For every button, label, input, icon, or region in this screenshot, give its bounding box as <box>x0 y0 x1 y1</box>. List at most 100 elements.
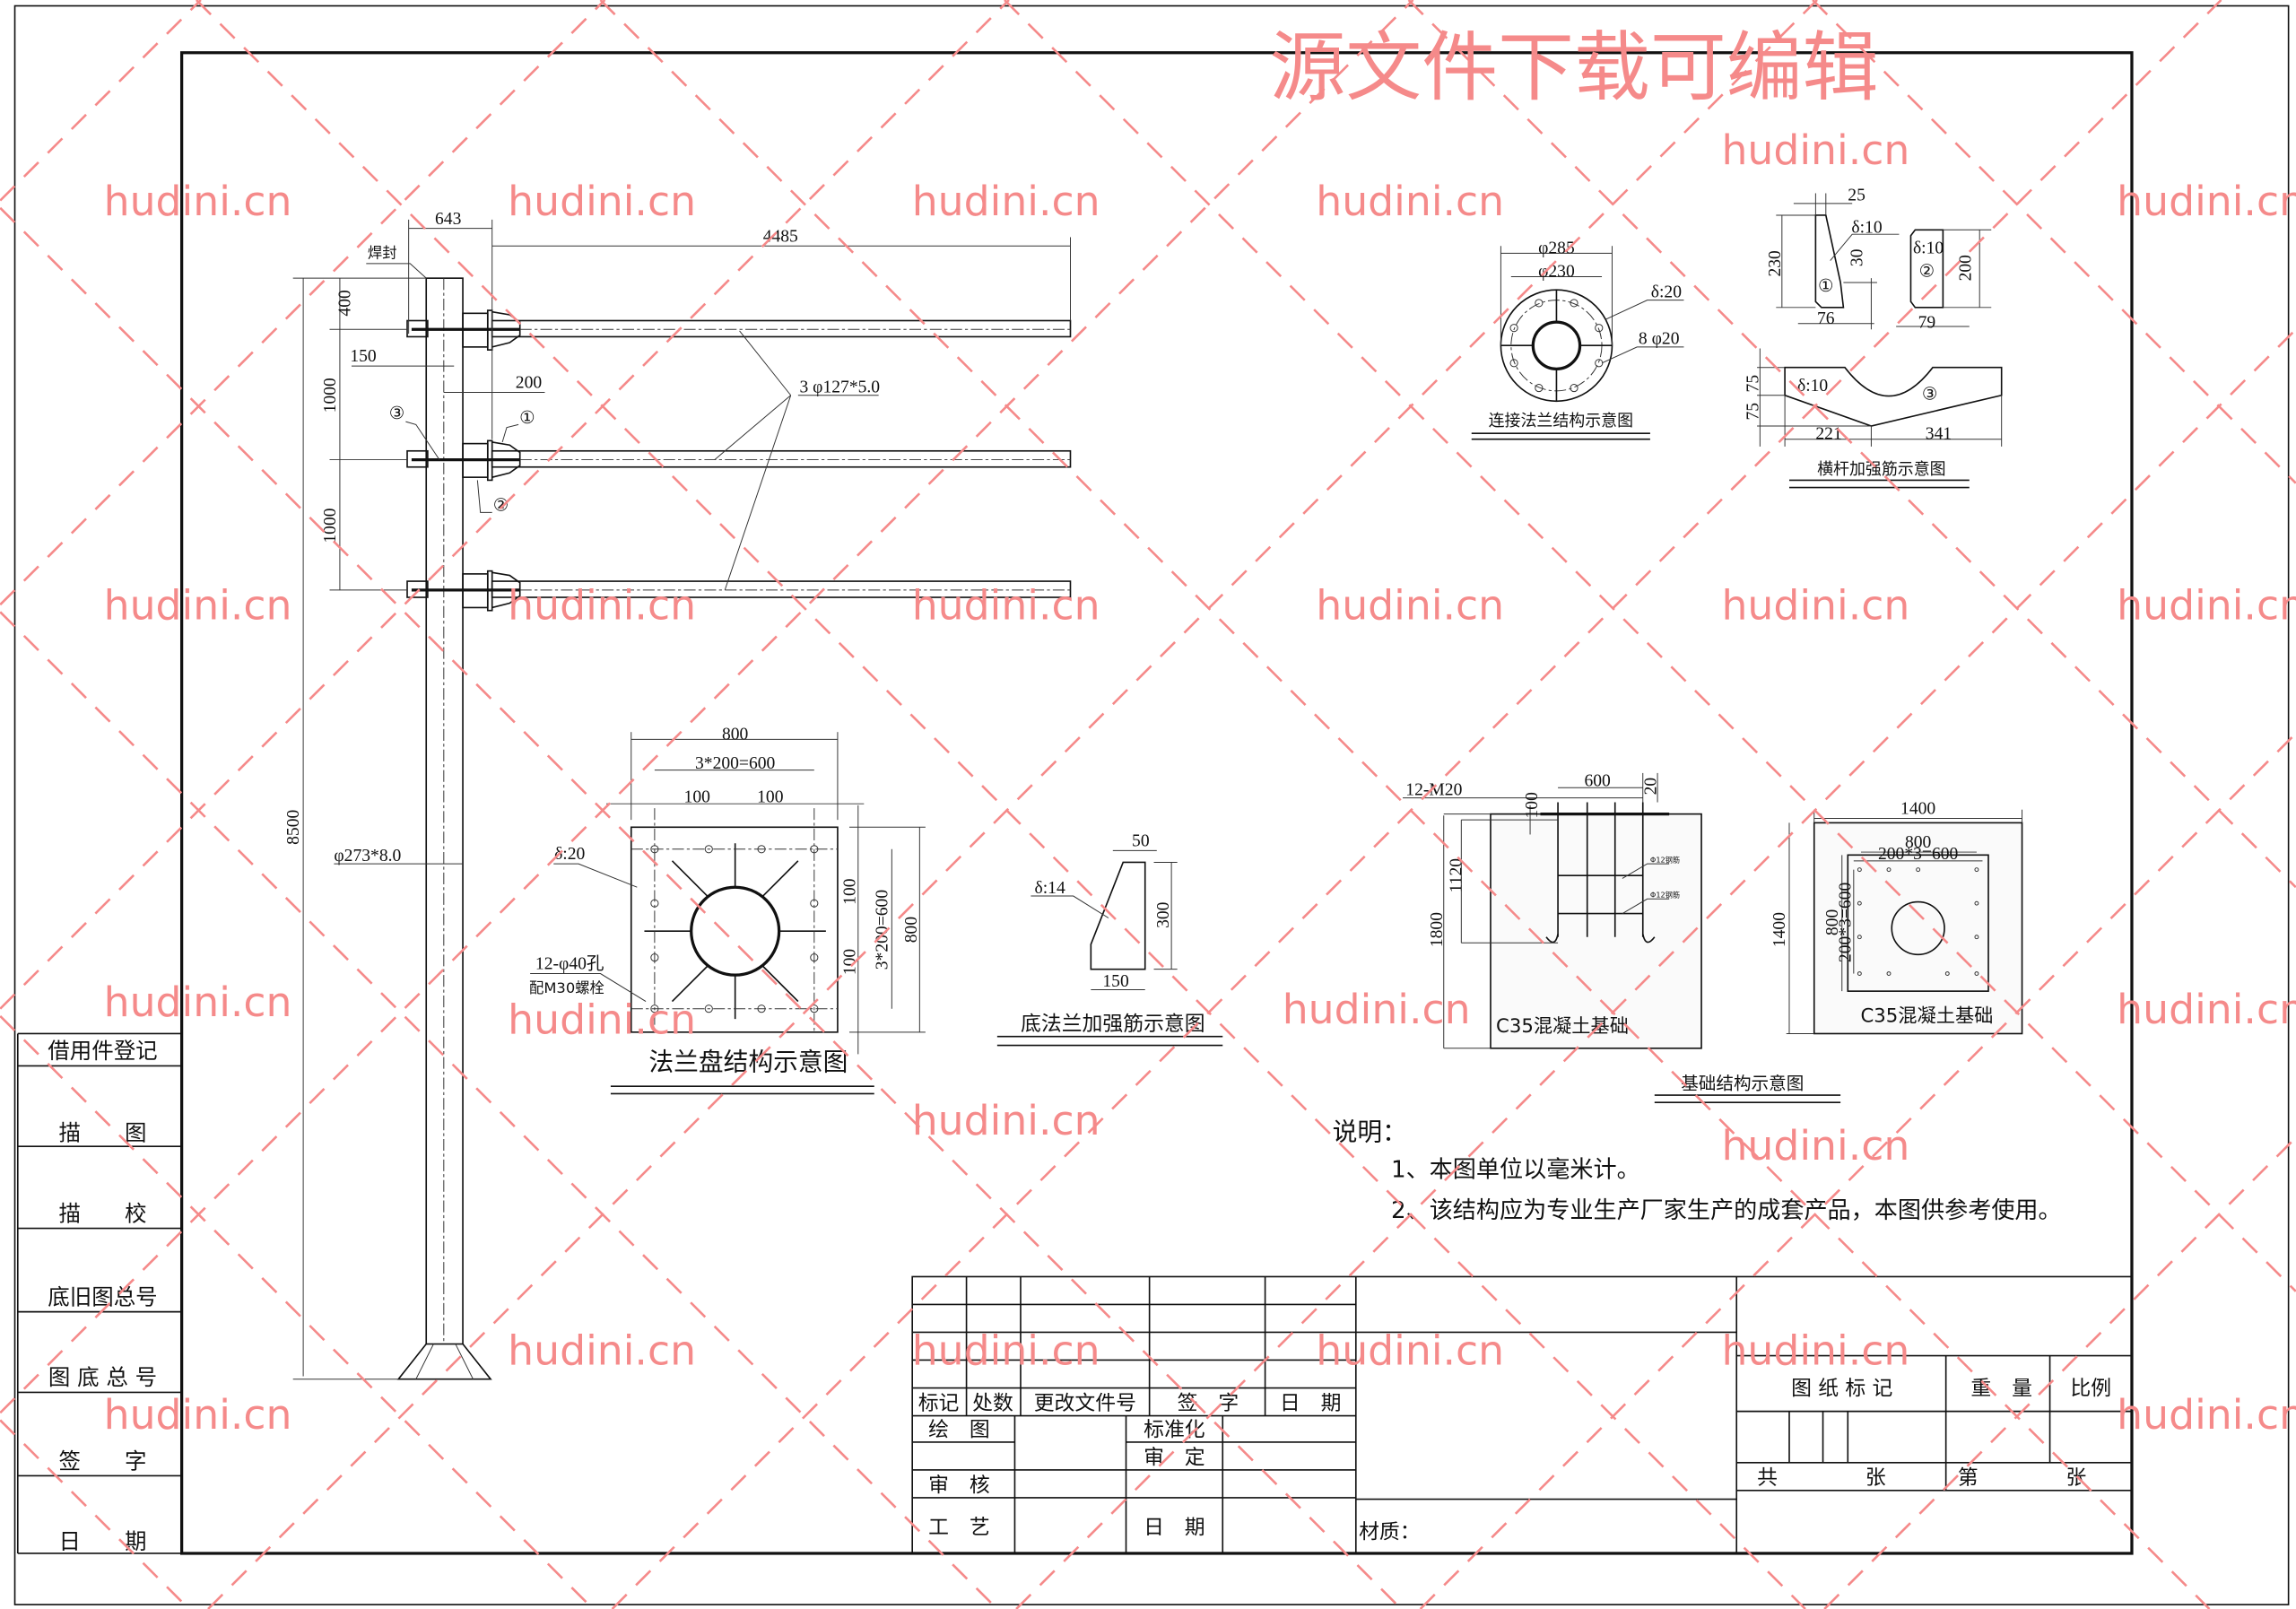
dim-grid: 200*3=600 <box>1837 883 1856 963</box>
dim-76: 76 <box>1817 309 1835 328</box>
rib-mark-2: ② <box>493 497 509 516</box>
watermark-text: hudini.cn <box>508 996 696 1043</box>
draw-label: 绘 图 <box>928 1418 990 1441</box>
watermark-banner: 源文件下载可编辑 <box>1270 23 1879 112</box>
dim-1000: 1000 <box>321 378 340 413</box>
bolts-label: 配M30螺栓 <box>529 979 604 996</box>
dim-600: 3*200=600 <box>873 890 891 970</box>
dim-600: 600 <box>1584 772 1611 791</box>
dim-100: 100 <box>841 878 860 905</box>
rebar-label: Φ12钢筋 <box>1650 891 1680 900</box>
concrete-label: C35混凝土基础 <box>1496 1015 1629 1038</box>
sheet-label: 张 <box>1866 1466 1886 1490</box>
watermark-line <box>1812 0 2296 484</box>
thickness-label: δ:10 <box>1797 377 1828 396</box>
connecting-flange-title: 连接法兰结构示意图 <box>1489 412 1633 431</box>
foundation-detail: 12-M20 600 20 100 1120 1800 Φ12钢筋 Φ12钢筋 … <box>1403 772 2023 1104</box>
weld-label: 焊封 <box>368 244 397 261</box>
dim-outer-diameter: φ285 <box>1538 239 1575 257</box>
sidebar-stamp-table: 借用件登记 描 图 描 校 底旧图总号 图 底 总 号 签 字 日 期 <box>16 1032 182 1554</box>
dim-1120: 1120 <box>1447 858 1465 893</box>
sidebar-label: 底旧图总号 <box>48 1283 157 1309</box>
arm-spec: 3 φ127*5.0 <box>799 378 880 396</box>
watermark-text: hudini.cn <box>2117 178 2296 225</box>
dim-75: 75 <box>1744 403 1763 421</box>
foundation-title: 基础结构示意图 <box>1681 1074 1804 1094</box>
craft-label: 工 艺 <box>928 1517 990 1540</box>
watermark-line <box>1823 1136 2296 1609</box>
watermark-text: hudini.cn <box>104 178 292 225</box>
dim-150: 150 <box>350 347 377 366</box>
approve-label: 审 定 <box>1144 1446 1205 1469</box>
watermark-text: hudini.cn <box>2117 986 2296 1033</box>
notes: 说明： 1、本图单位以毫米计。 2、该结构应为专业生产厂家生产的成套产品，本图供… <box>1333 1118 2062 1225</box>
base-flange-title: 法兰盘结构示意图 <box>648 1047 848 1076</box>
dim-200: 200 <box>516 374 543 393</box>
watermark-line <box>0 0 1414 1414</box>
arm-rib-details: 230 25 δ:10 30 76 ① δ:10 ② 200 79 75 75 … <box>1744 187 2003 489</box>
header-date: 日 期 <box>1280 1392 1342 1415</box>
thickness-label: δ:10 <box>1913 239 1944 257</box>
concrete-label: C35混凝土基础 <box>1860 1005 1993 1027</box>
drawing-mark-label: 图 纸 标 记 <box>1791 1378 1892 1401</box>
watermark-line <box>196 0 1806 1609</box>
dim-100: 100 <box>757 788 784 807</box>
watermark-text: hudini.cn <box>1721 126 1909 174</box>
watermark-text: hudini.cn <box>1721 582 1909 630</box>
dim-150: 150 <box>1102 972 1129 991</box>
dim-800: 800 <box>1905 833 1932 852</box>
sidebar-label: 图 底 总 号 <box>48 1364 157 1390</box>
watermark-line <box>1407 0 2296 889</box>
rib-mark-3: ③ <box>1922 386 1938 404</box>
watermark-line <box>611 0 2222 1609</box>
watermark-texts: hudini.cn hudini.cn hudini.cn hudini.cn hudi… <box>104 126 2296 1439</box>
sidebar-label: 借用件登记 <box>48 1038 157 1064</box>
pole-elevation: 643 4485 焊封 8500 400 1000 1000 150 200 3… <box>284 210 1072 1380</box>
header-change-doc: 更改文件号 <box>1034 1392 1136 1415</box>
watermark-text: hudini.cn <box>1283 986 1471 1033</box>
dim-75: 75 <box>1744 375 1763 393</box>
sheet-no-label: 第 <box>1958 1466 1979 1490</box>
dim-30: 30 <box>1848 248 1867 266</box>
rib-mark-1: ① <box>1818 277 1834 296</box>
watermark-line <box>1419 732 2296 1609</box>
watermark-line <box>0 1014 595 1609</box>
rib-mark-2: ② <box>1919 263 1935 282</box>
dim-341: 341 <box>1926 425 1952 444</box>
dim-50: 50 <box>1132 832 1150 851</box>
dim-100: 100 <box>684 788 711 807</box>
weight-label: 重 量 <box>1970 1378 2032 1401</box>
sidebar-label: 描 图 <box>59 1120 147 1146</box>
watermark-text: hudini.cn <box>1316 582 1504 630</box>
dim-200: 200 <box>1956 255 1975 282</box>
cross-arm <box>406 439 1072 482</box>
dim-1400: 1400 <box>1770 912 1789 947</box>
dim-1400: 1400 <box>1900 800 1935 819</box>
cross-arm <box>406 309 1072 351</box>
base-rib-title: 底法兰加强筋示意图 <box>1021 1013 1205 1036</box>
header-signature: 签 字 <box>1178 1392 1239 1415</box>
rib-mark-3: ③ <box>389 404 405 423</box>
arm-rib-title: 横杆加强筋示意图 <box>1817 460 1945 479</box>
holes-label: 8 φ20 <box>1639 330 1680 349</box>
watermark-text: hudini.cn <box>912 1097 1100 1144</box>
watermark-text: hudini.cn <box>104 582 292 630</box>
watermark-text: hudini.cn <box>104 978 292 1026</box>
thickness-label: δ:20 <box>1651 283 1682 301</box>
dim-600: 3*200=600 <box>695 754 776 773</box>
dim-1800: 1800 <box>1428 912 1447 947</box>
watermark-text: hudini.cn <box>2117 582 2296 630</box>
base-rib-detail: 50 δ:14 300 150 底法兰加强筋示意图 <box>996 832 1223 1047</box>
material-label: 材质： <box>1359 1521 1421 1544</box>
watermark-text: hudini.cn <box>508 1326 696 1374</box>
sidebar-label: 签 字 <box>59 1448 147 1474</box>
title-block: 标记 处数 更改文件号 签 字 日 期 绘 图 标准化 审 定 审 核 工 艺 … <box>911 1275 2133 1554</box>
holes-label: 12-φ40孔 <box>535 954 604 974</box>
sidebar-label: 描 校 <box>59 1200 147 1226</box>
watermark-line <box>207 0 1818 1609</box>
dim-20: 20 <box>1641 778 1660 796</box>
watermark-line <box>0 206 1403 1609</box>
dim-800: 800 <box>1823 909 1842 936</box>
dim-800: 800 <box>902 917 921 944</box>
